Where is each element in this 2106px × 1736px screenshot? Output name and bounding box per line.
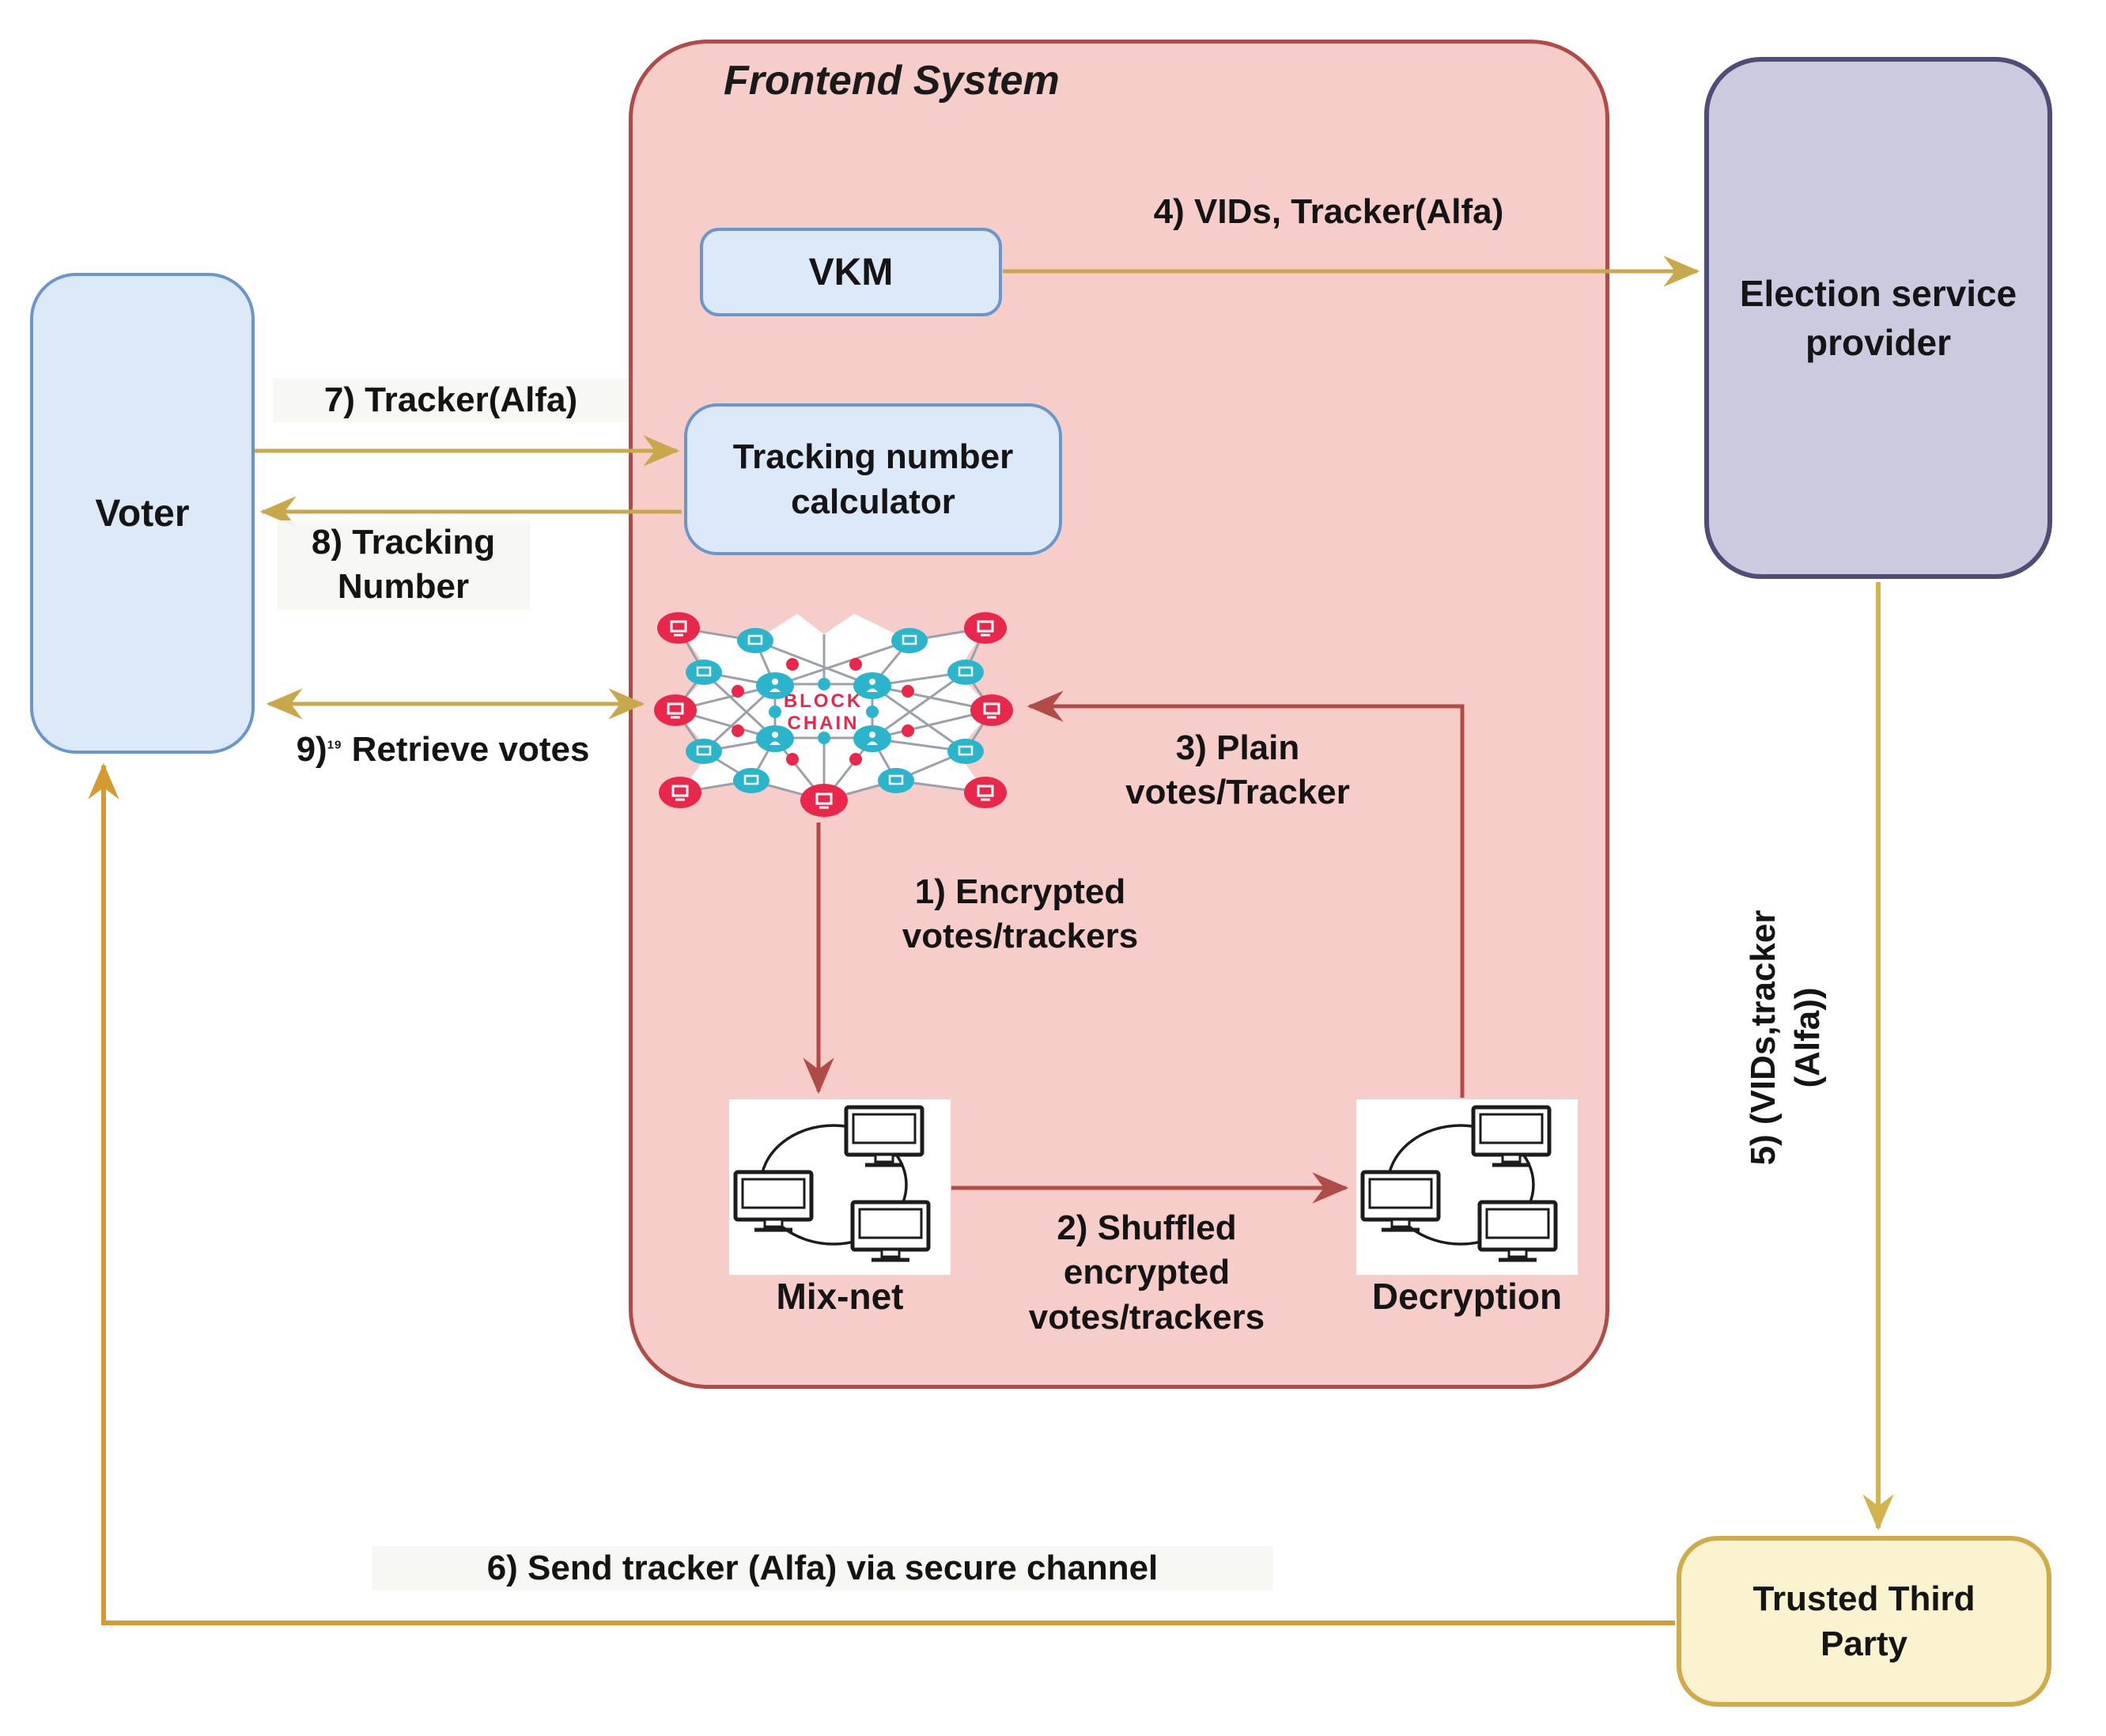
decryption-icon bbox=[1356, 1099, 1578, 1275]
trusted-third-party-label-line2: Party bbox=[1820, 1624, 1908, 1663]
tracking-calculator-label-line2: calculator bbox=[791, 482, 955, 521]
flow-label-7: 7) Tracker(Alfa) bbox=[273, 378, 629, 423]
election-provider-label-line2: provider bbox=[1805, 322, 1952, 363]
flow-label-2: 2) Shuffled encrypted votes/trackers bbox=[957, 1206, 1337, 1340]
flow-label-3: 3) Plain votes/Tracker bbox=[1060, 726, 1416, 815]
flow-label-5-line2: (Alfa)) bbox=[1788, 987, 1828, 1088]
tracking-number-calculator-box: Tracking number calculator bbox=[684, 403, 1062, 555]
election-provider-label-line1: Election service bbox=[1739, 272, 2017, 314]
flow-label-9-text: Retrieve votes bbox=[351, 730, 590, 769]
flow-label-1-line2: votes/trackers bbox=[902, 917, 1139, 956]
voter-box: Voter bbox=[30, 273, 255, 754]
flow-label-1-line1: 1) Encrypted bbox=[914, 872, 1126, 911]
blockchain-network-icon: BLOCK CHAIN bbox=[654, 612, 1013, 817]
decryption-label: Decryption bbox=[1371, 1276, 1563, 1317]
blockchain-cyan-dots bbox=[769, 678, 879, 744]
trusted-third-party-label-line1: Trusted Third bbox=[1752, 1579, 1976, 1618]
flow-label-3-line1: 3) Plain bbox=[1175, 728, 1300, 767]
flow-label-8-line1: 8) Tracking bbox=[311, 523, 496, 562]
mixnet-icon bbox=[729, 1099, 951, 1275]
flow-label-5-line1: 5) (VIDs,tracker bbox=[1744, 910, 1783, 1166]
flow-label-9: 9)19 Retrieve votes bbox=[257, 728, 629, 772]
flow-label-1: 1) Encrypted votes/trackers bbox=[822, 870, 1218, 959]
flow-label-9-number: 9) bbox=[296, 730, 327, 769]
flow-label-5: 5) (VIDs,tracker (Alfa)) bbox=[1741, 816, 1836, 1259]
trusted-third-party-box: Trusted Third Party bbox=[1677, 1536, 2051, 1707]
vkm-label: VKM bbox=[808, 251, 894, 293]
blockchain-label-line2: CHAIN bbox=[788, 713, 860, 734]
vkm-box: VKM bbox=[700, 228, 1002, 316]
voter-label: Voter bbox=[95, 492, 190, 535]
flow-label-9-footnote-mark: 19 bbox=[327, 738, 342, 752]
frontend-system-title: Frontend System bbox=[724, 58, 1060, 104]
flow-label-2-line2: encrypted bbox=[1063, 1253, 1231, 1292]
flow-label-8-line2: Number bbox=[337, 567, 470, 607]
flow-label-8: 8) Tracking Number bbox=[277, 520, 530, 610]
mixnet-label: Mix-net bbox=[776, 1276, 904, 1317]
flow-label-4: 4) VIDs, Tracker(Alfa) bbox=[1153, 192, 1504, 231]
tracking-calculator-label-line1: Tracking number bbox=[732, 437, 1014, 476]
flow-label-3-line2: votes/Tracker bbox=[1125, 773, 1350, 812]
blockchain-red-dots bbox=[732, 658, 914, 766]
blockchain-label-line1: BLOCK bbox=[784, 690, 863, 712]
flow-label-2-line3: votes/trackers bbox=[1028, 1297, 1265, 1337]
flow-label-2-line1: 2) Shuffled bbox=[1057, 1208, 1237, 1247]
blockchain-cyan-node-icons bbox=[686, 628, 984, 793]
flow-label-6: 6) Send tracker (Alfa) via secure channe… bbox=[372, 1546, 1273, 1591]
election-service-provider-box: Election service provider bbox=[1704, 57, 2052, 579]
